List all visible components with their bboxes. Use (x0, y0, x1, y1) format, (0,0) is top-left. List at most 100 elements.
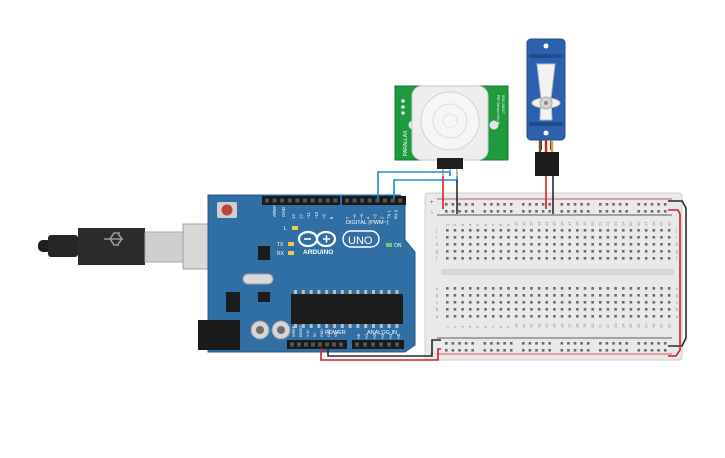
breadboard-hole[interactable] (560, 287, 564, 290)
breadboard-hole[interactable] (614, 287, 617, 290)
breadboard-hole[interactable] (514, 250, 518, 253)
breadboard-hole[interactable] (576, 257, 579, 260)
breadboard-hole[interactable] (537, 250, 541, 253)
digital-header-holes[interactable] (265, 198, 403, 203)
rail-hole[interactable] (625, 342, 628, 345)
breadboard-hole[interactable] (621, 315, 625, 318)
breadboard-hole[interactable] (560, 257, 564, 260)
breadboard-hole[interactable] (491, 257, 495, 260)
breadboard-hole[interactable] (576, 308, 579, 311)
breadboard-hole[interactable] (629, 287, 633, 290)
power-pin-hole[interactable] (332, 342, 336, 347)
breadboard-hole[interactable] (660, 236, 663, 239)
breadboard-hole[interactable] (606, 257, 610, 260)
breadboard-hole[interactable] (484, 250, 487, 253)
rail-hole[interactable] (445, 203, 448, 206)
rail-hole[interactable] (458, 203, 461, 206)
rail-hole[interactable] (605, 342, 609, 345)
breadboard-hole[interactable] (591, 315, 594, 318)
rail-hole[interactable] (644, 342, 647, 345)
breadboard-hole[interactable] (553, 250, 556, 253)
pir-sensor[interactable]: PARALLAX 555-28027 PIR Sensor Rev B (394, 85, 509, 176)
rail-hole[interactable] (483, 210, 487, 213)
breadboard-hole[interactable] (522, 287, 526, 290)
breadboard-hole[interactable] (453, 315, 457, 318)
rail-hole[interactable] (490, 342, 493, 345)
rail-hole[interactable] (535, 342, 538, 345)
digital-pin-hole[interactable] (360, 198, 365, 203)
wire-arduino-gnd[interactable] (327, 339, 441, 357)
breadboard-hole[interactable] (599, 294, 602, 297)
breadboard-hole[interactable] (614, 250, 617, 253)
breadboard-hole[interactable] (484, 236, 487, 239)
rail-hole[interactable] (657, 203, 660, 206)
breadboard-hole[interactable] (476, 250, 480, 253)
breadboard-hole[interactable] (660, 243, 663, 246)
rail-hole[interactable] (548, 342, 551, 345)
breadboard-hole[interactable] (453, 308, 457, 311)
rail-hole[interactable] (490, 210, 493, 213)
rail-hole[interactable] (625, 203, 628, 206)
power-pin-hole[interactable] (363, 342, 367, 347)
breadboard-hole[interactable] (560, 301, 564, 304)
digital-pin-hole[interactable] (318, 198, 323, 203)
breadboard-hole[interactable] (453, 229, 457, 232)
rail-hole[interactable] (605, 349, 609, 352)
breadboard-hole[interactable] (599, 315, 602, 318)
breadboard-hole[interactable] (614, 315, 617, 318)
rail-hole[interactable] (528, 210, 532, 213)
breadboard-hole[interactable] (583, 250, 587, 253)
breadboard-hole[interactable] (545, 294, 549, 297)
breadboard-hole[interactable] (576, 229, 579, 232)
breadboard-hole[interactable] (484, 287, 487, 290)
breadboard-hole[interactable] (652, 257, 656, 260)
breadboard-hole[interactable] (484, 294, 487, 297)
breadboard-hole[interactable] (583, 243, 587, 246)
breadboard-hole[interactable] (652, 308, 656, 311)
rail-hole[interactable] (567, 349, 570, 352)
breadboard-hole[interactable] (553, 243, 556, 246)
rail-hole[interactable] (644, 203, 647, 206)
breadboard-hole[interactable] (491, 229, 495, 232)
digital-pin-hole[interactable] (375, 198, 380, 203)
breadboard-hole[interactable] (530, 243, 533, 246)
breadboard-hole[interactable] (606, 236, 610, 239)
breadboard-hole[interactable] (491, 250, 495, 253)
servo-motor[interactable] (526, 38, 566, 176)
breadboard-hole[interactable] (576, 315, 579, 318)
power-pin-hole[interactable] (290, 342, 294, 347)
rail-hole[interactable] (451, 210, 455, 213)
breadboard-hole[interactable] (583, 229, 587, 232)
breadboard-hole[interactable] (507, 236, 510, 239)
breadboard-hole[interactable] (453, 236, 457, 239)
breadboard-hole[interactable] (637, 250, 640, 253)
breadboard-hole[interactable] (499, 229, 503, 232)
breadboard-hole[interactable] (553, 257, 556, 260)
breadboard-hole[interactable] (644, 229, 648, 232)
rail-hole[interactable] (445, 342, 448, 345)
breadboard-hole[interactable] (629, 243, 633, 246)
breadboard-hole[interactable] (446, 301, 449, 304)
breadboard-hole[interactable] (507, 257, 510, 260)
breadboard-hole[interactable] (644, 243, 648, 246)
digital-pin-hole[interactable] (265, 198, 269, 203)
breadboard-hole[interactable] (568, 236, 571, 239)
breadboard-hole[interactable] (629, 301, 633, 304)
rail-hole[interactable] (567, 203, 570, 206)
breadboard-hole[interactable] (476, 294, 480, 297)
power-pin-hole[interactable] (311, 342, 315, 347)
rail-hole[interactable] (464, 342, 468, 345)
reset-button[interactable] (221, 204, 233, 216)
breadboard-hole[interactable] (499, 301, 503, 304)
breadboard-hole[interactable] (599, 301, 602, 304)
breadboard-hole[interactable] (507, 287, 510, 290)
rail-hole[interactable] (605, 203, 609, 206)
power-pin-hole[interactable] (387, 342, 391, 347)
rail-hole[interactable] (657, 210, 660, 213)
rail-hole[interactable] (471, 210, 474, 213)
rail-hole[interactable] (586, 203, 590, 206)
breadboard-hole[interactable] (545, 287, 549, 290)
breadboard-hole[interactable] (522, 257, 526, 260)
breadboard-hole[interactable] (637, 308, 640, 311)
